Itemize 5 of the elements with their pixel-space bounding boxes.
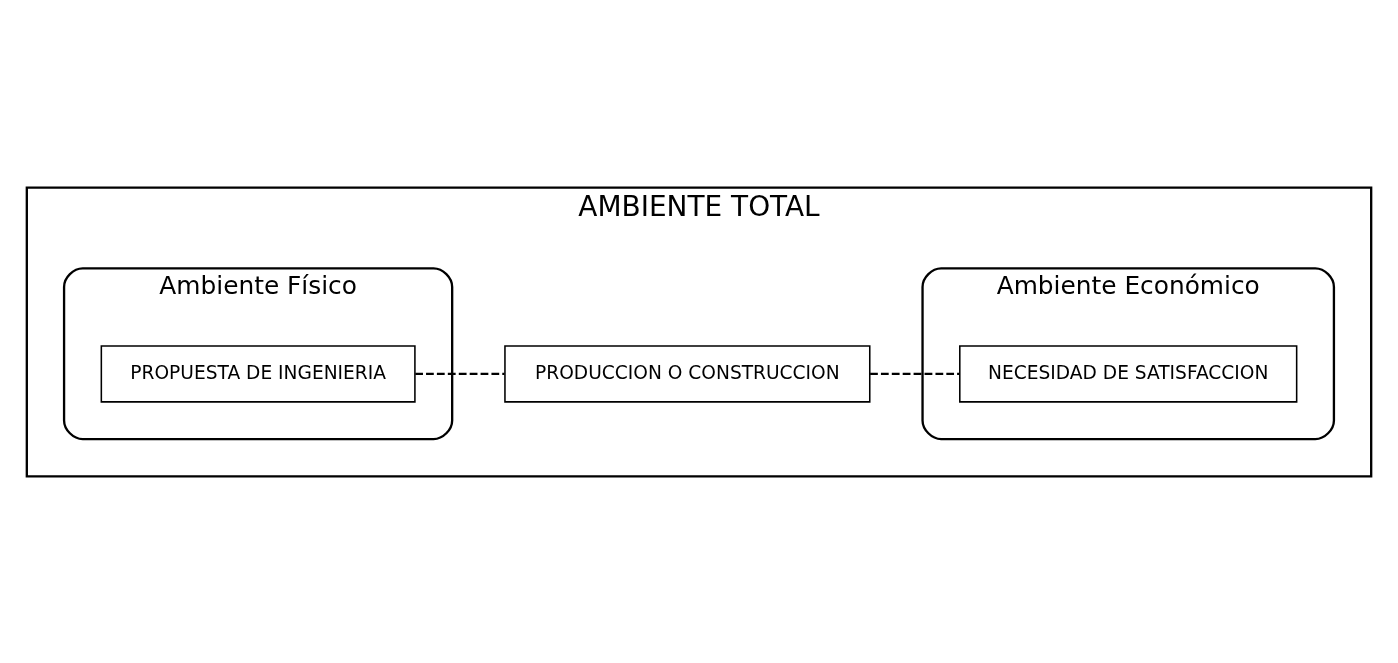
node-box: PRODUCCION O CONSTRUCCION [504, 344, 871, 403]
connector [415, 372, 505, 375]
connector [870, 372, 960, 375]
node-box: PROPUESTA DE INGENIERIA [100, 344, 416, 403]
node-box: NECESIDAD DE SATISFACCION [959, 344, 1298, 403]
